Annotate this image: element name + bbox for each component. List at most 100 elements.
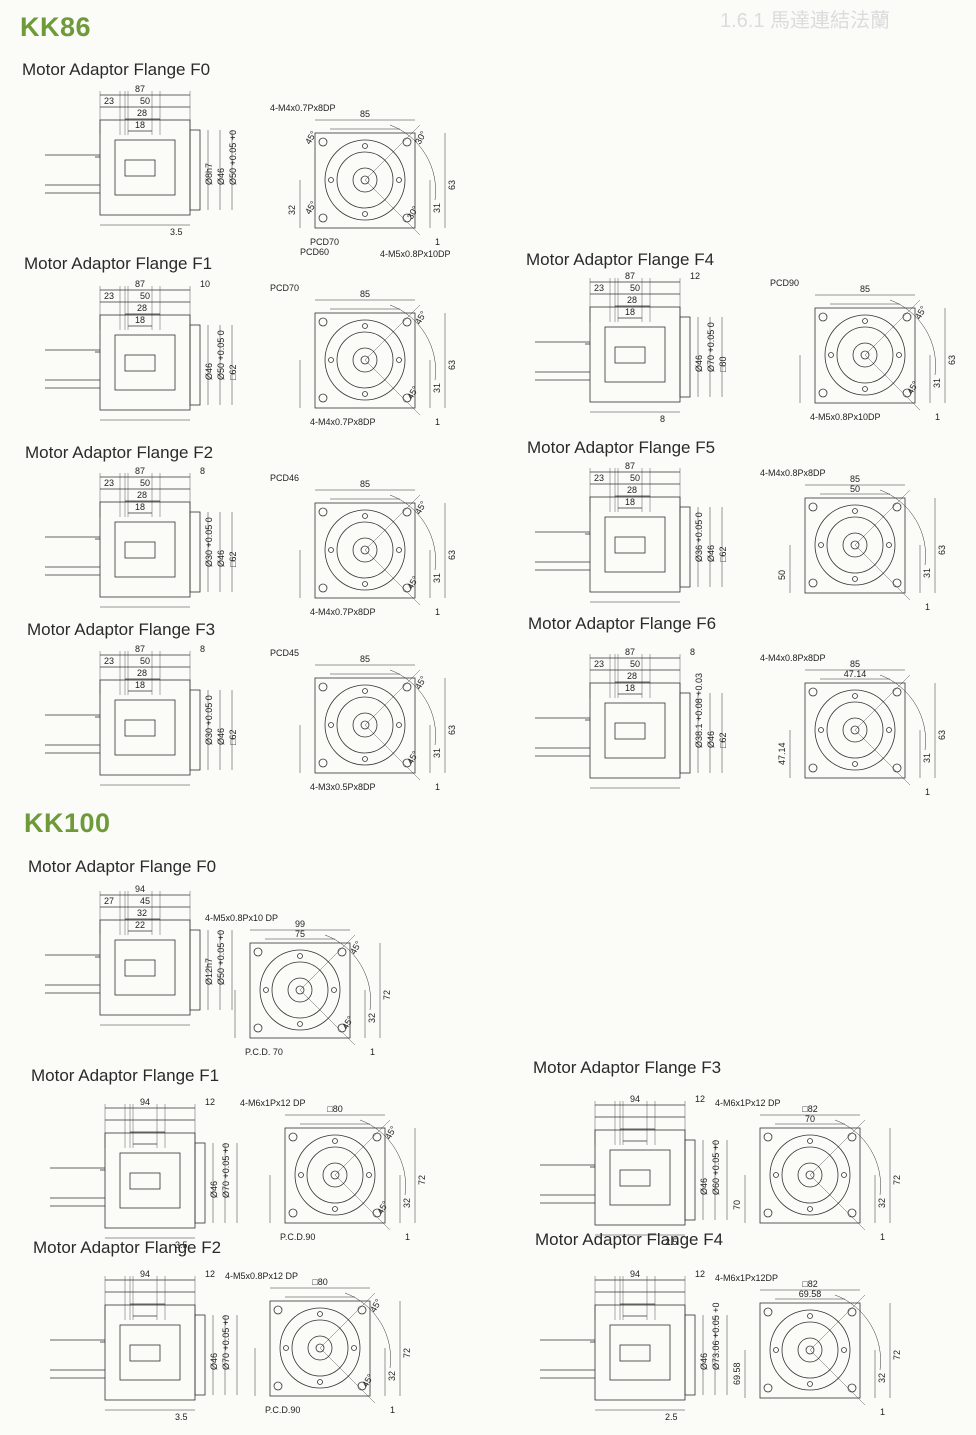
dim-mid: 75: [295, 929, 305, 939]
callout-note: 4-M6x1Px12 DP: [240, 1098, 306, 1108]
dim-tail: 12: [205, 1097, 215, 1107]
flange-plate: [684, 1139, 696, 1221]
housing-outline: [594, 1129, 686, 1226]
housing-outline: [589, 682, 681, 779]
callout-note: P.C.D. 70: [245, 1047, 283, 1057]
mount-hole: [847, 1383, 857, 1393]
dim-width: □82: [802, 1279, 817, 1289]
dim-overall: 94: [140, 1269, 150, 1279]
dim-width: □80: [312, 1277, 327, 1287]
dim-offset: 1: [880, 1232, 885, 1242]
dim-d3: 28: [627, 485, 637, 495]
dim-tail: 8: [200, 466, 205, 476]
dim-width: 99: [295, 919, 305, 929]
callout-note: P.C.D.90: [280, 1232, 315, 1242]
mount-hole: [763, 1132, 773, 1142]
dim-tail: 12: [205, 1269, 215, 1279]
dim-offset: 1: [405, 1232, 410, 1242]
dim-mid: 50: [850, 484, 860, 494]
dim-mid: 47.14: [844, 669, 867, 679]
dim-height: 63: [447, 360, 457, 370]
dim-angle: 45°: [413, 674, 429, 691]
callout-note: 4-M6x1Px12DP: [715, 1273, 778, 1283]
mount-hole: [902, 312, 912, 322]
dim-d1: 23: [104, 96, 114, 106]
callout-note: 4-M5x0.8Px10DP: [810, 412, 881, 422]
pilot-circle: [279, 1307, 361, 1389]
housing-outline: [589, 306, 681, 403]
mount-hole: [253, 1023, 263, 1033]
dim-mid2: 70: [732, 1200, 742, 1210]
mount-hole: [318, 682, 328, 692]
callout-note: 4-M5x0.8Px10DP: [380, 249, 451, 259]
callout-note: 4-M4x0.8Px8DP: [760, 468, 826, 478]
mount-hole: [372, 1132, 382, 1142]
dim-offset: 1: [435, 607, 440, 617]
dim-half: 31: [432, 748, 442, 758]
dim-offset: 1: [925, 602, 930, 612]
housing-outline: [99, 119, 191, 216]
dim-diameter: Ø70 +0.05 +0: [221, 1143, 231, 1198]
dim-half: 31: [932, 378, 942, 388]
dim-mid: 70: [805, 1114, 815, 1124]
dim-d4: 18: [135, 680, 145, 690]
dim-tail: 8: [200, 644, 205, 654]
flange-title: Motor Adaptor Flange F3: [533, 1058, 722, 1077]
flange-face: [314, 502, 416, 599]
dim-d1: 23: [104, 656, 114, 666]
flange-title: Motor Adaptor Flange F2: [25, 443, 214, 462]
flange-title: Motor Adaptor Flange F0: [22, 60, 211, 79]
flange-plate: [194, 1142, 206, 1224]
dim-overall: 94: [630, 1269, 640, 1279]
dim-half: 31: [432, 203, 442, 213]
mount-hole: [763, 1307, 773, 1317]
dim-diameter: Ø50 +0.05 +0: [216, 930, 226, 985]
dim-d2: 50: [140, 291, 150, 301]
dim-angle: 45°: [360, 1372, 376, 1389]
housing-outline: [99, 314, 191, 411]
dim-small: 2.5: [665, 1237, 678, 1247]
dim-height: 63: [447, 180, 457, 190]
dim-diameter: Ø8h7: [204, 163, 214, 185]
dim-height: 63: [447, 550, 457, 560]
dim-d4: 18: [625, 307, 635, 317]
dim-angle: 45°: [383, 1124, 399, 1141]
dim-overall: 94: [140, 1097, 150, 1107]
dim-half: 31: [432, 573, 442, 583]
pilot-circle: [814, 689, 896, 771]
dim-angle: 45°: [375, 1199, 391, 1216]
housing-outline: [99, 501, 191, 598]
callout-note: 4-M5x0.8Px12 DP: [225, 1271, 298, 1281]
dim-offset: 1: [390, 1405, 395, 1415]
dim-half: 32: [402, 1198, 412, 1208]
dim-diameter: Ø30 +0.05 0: [204, 695, 214, 745]
mount-hole: [808, 578, 818, 588]
dim-angle: 45°: [368, 1297, 384, 1314]
dim-mid: 69.58: [799, 1289, 822, 1299]
mount-hole: [402, 682, 412, 692]
dim-diameter: Ø30 +0.05 0: [204, 517, 214, 567]
dim-width: 85: [360, 289, 370, 299]
page-header: 1.6.1 馬達連結法蘭: [720, 10, 891, 32]
dim-offset: 1: [435, 417, 440, 427]
callout-note: 4-M4x0.7Px8DP: [310, 607, 376, 617]
dim-offset: 1: [925, 787, 930, 797]
flange-plate: [189, 511, 201, 593]
dim-offset: 1: [435, 237, 440, 247]
housing-outline: [104, 1304, 196, 1401]
mount-hole: [818, 388, 828, 398]
dim-angle: 45°: [913, 304, 929, 321]
pilot-circle: [324, 139, 406, 221]
dim-tail: 8: [690, 647, 695, 657]
dim-angle: 45°: [303, 199, 319, 216]
